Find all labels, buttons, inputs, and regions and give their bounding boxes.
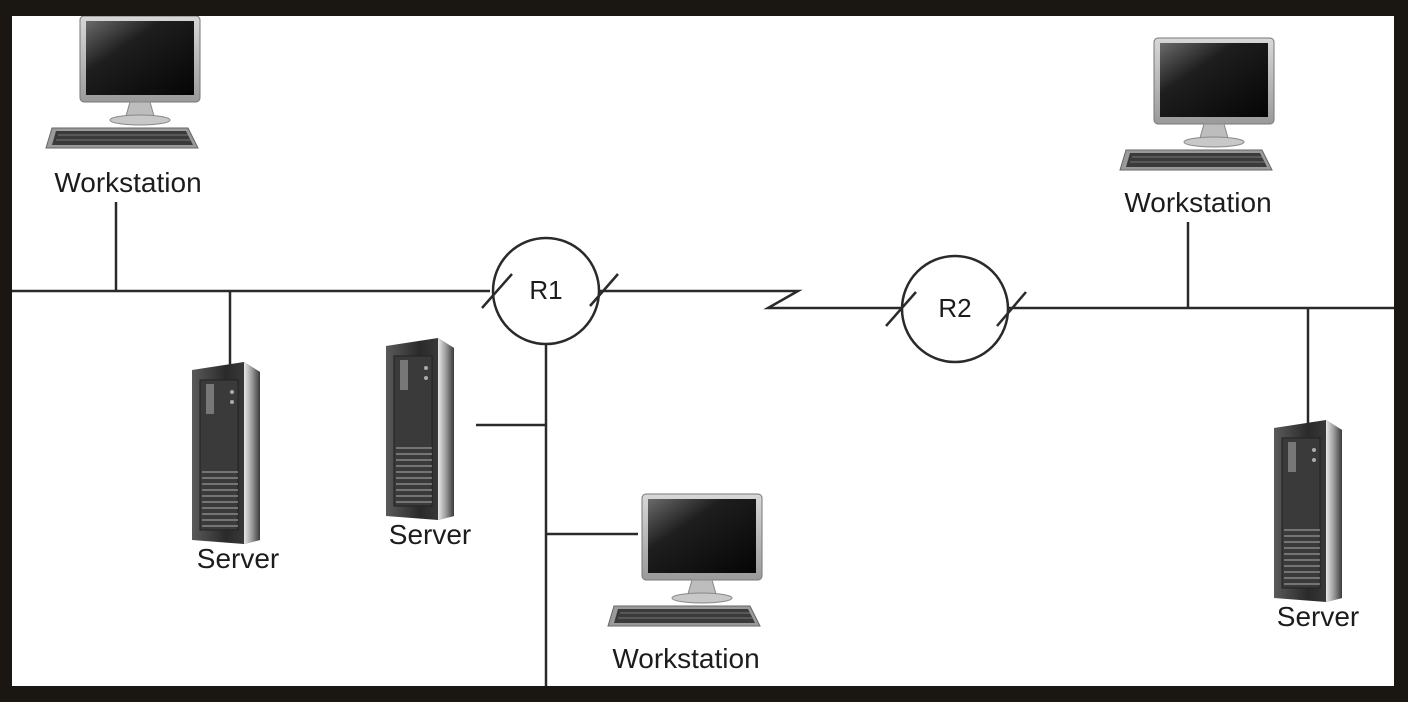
workstation-top-right: Workstation <box>1119 37 1275 218</box>
router-r2: R2 <box>885 254 1027 364</box>
workstation-bottom-label: Workstation <box>612 643 759 674</box>
server-icon <box>385 337 455 521</box>
network-diagram: R1 R2 Workstation Workstation Workstatio… <box>12 16 1394 686</box>
workstation-icon <box>1119 37 1275 171</box>
server-icon <box>191 361 261 545</box>
workstation-top-left: Workstation <box>45 16 202 198</box>
interface-slash <box>885 291 917 327</box>
router-icon <box>491 236 601 346</box>
interface-slash <box>996 291 1027 327</box>
network-links <box>12 202 1394 686</box>
interface-slash <box>481 273 513 309</box>
server-middle: Server <box>385 337 471 550</box>
interface-slash <box>589 273 619 307</box>
router-r1-label: R1 <box>529 275 562 305</box>
workstation-bottom: Workstation <box>607 493 763 674</box>
workstation-icon <box>45 16 201 149</box>
server-left: Server <box>191 361 279 574</box>
server-middle-label: Server <box>389 519 471 550</box>
workstation-top-left-label: Workstation <box>54 167 201 198</box>
server-right: Server <box>1273 419 1359 632</box>
server-icon <box>1273 419 1343 603</box>
server-left-label: Server <box>197 543 279 574</box>
workstation-top-right-label: Workstation <box>1124 187 1271 218</box>
router-r2-label: R2 <box>938 293 971 323</box>
wan-serial-link <box>598 289 902 310</box>
workstation-icon <box>607 493 763 627</box>
server-right-label: Server <box>1277 601 1359 632</box>
router-r1: R1 <box>481 236 619 346</box>
